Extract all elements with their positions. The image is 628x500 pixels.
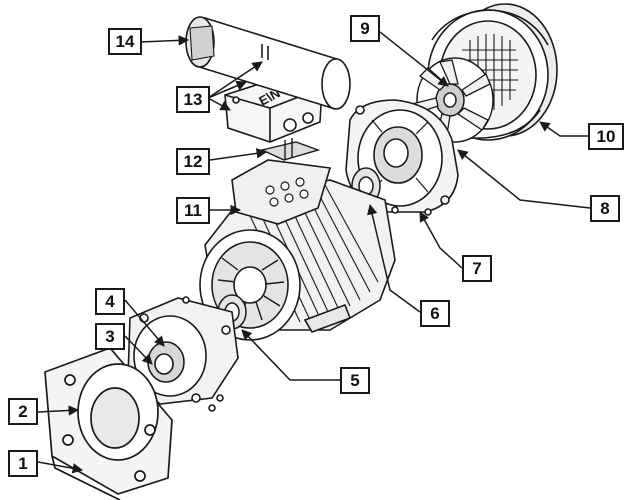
callout-14: 14 [108, 28, 142, 55]
capacitor [185, 16, 351, 110]
leader-lines [37, 31, 591, 474]
mounting-flange [44, 346, 173, 500]
callout-8: 8 [590, 195, 620, 222]
terminal-box-base [231, 159, 332, 225]
front-end-shield [127, 296, 239, 412]
callout-1: 1 [8, 450, 38, 477]
callout-2: 2 [8, 398, 38, 425]
callout-6: 6 [420, 300, 450, 327]
callout-13: 13 [176, 86, 210, 113]
callout-4: 4 [95, 288, 125, 315]
callout-7: 7 [462, 255, 492, 282]
callout-10: 10 [588, 123, 624, 150]
callout-3: 3 [95, 323, 125, 350]
callout-12: 12 [176, 148, 210, 175]
callout-11: 11 [176, 197, 210, 224]
callout-9: 9 [350, 15, 380, 42]
callout-5: 5 [340, 367, 370, 394]
terminal-gasket [259, 138, 321, 161]
